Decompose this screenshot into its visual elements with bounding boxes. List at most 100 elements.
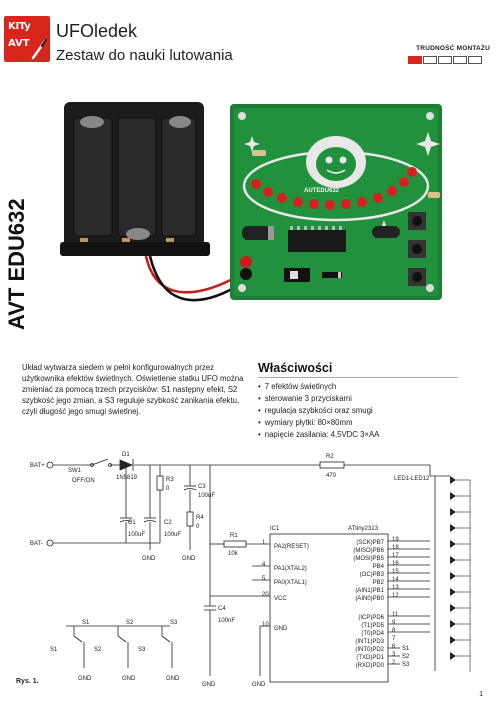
ic-right-pin-number: 15 — [392, 569, 399, 575]
sw1-label: SW1 — [68, 468, 82, 474]
switch-s3-label: S3 — [170, 620, 178, 626]
ic-right-pin-name: (AIN1)PB1 — [355, 588, 384, 594]
r2-label: R2 — [326, 454, 334, 460]
c2-label: C2 — [164, 520, 172, 526]
ic-right-pin-name: PB2 — [373, 580, 385, 586]
page-title: UFOledek — [56, 21, 138, 41]
page-subtitle: Zestaw do nauki lutowania — [56, 47, 233, 64]
ic-right-pin-name: (OC)PB3 — [360, 572, 385, 578]
c1-label: C1 — [128, 520, 136, 526]
ic-right-pin-number: 17 — [392, 553, 399, 559]
switch-s1-label: S1 — [82, 620, 90, 626]
kity-avt-logo: KITy AVT — [4, 16, 50, 62]
right-switch-s2-label: S2 — [402, 654, 410, 660]
r1-label: R1 — [230, 533, 238, 539]
ic-right-pin-number: 2 — [392, 660, 396, 666]
bat-plus-label: BAT+ — [30, 463, 45, 469]
product-photo: AUTEDU632 — [60, 102, 442, 302]
ic-right-pin-name: (TXD)PD1 — [356, 655, 384, 661]
feature-item: sterowanie 3 przyciskami — [258, 393, 379, 405]
ic-left-pin-name: PA2(RESET) — [274, 544, 309, 550]
difficulty-label: TRUDNOŚĆ MONTAŻU — [416, 45, 490, 52]
figure-label: Rys. 1. — [16, 678, 39, 685]
ic-right-pin-number: 14 — [392, 577, 399, 583]
ic-left-pin-name: VCC — [274, 596, 287, 602]
switch-s3-side-label: S3 — [138, 647, 146, 653]
gnd-label-2: GND — [182, 556, 196, 562]
feature-item: wymiary płytki: 80×80mm — [258, 417, 379, 429]
gnd-label-5: GND — [78, 676, 92, 682]
r3-value: 0 — [166, 486, 170, 492]
ic-right-pin-name: (T0)PD4 — [361, 631, 384, 637]
feature-item: napięcie zasilania: 4,5VDC 3×AA — [258, 429, 380, 441]
c3-value: 100uF — [198, 493, 215, 499]
ic-right-pin-name: (MISO)PB6 — [353, 548, 384, 554]
difficulty-segment — [468, 56, 482, 64]
page-number: 1 — [479, 691, 483, 698]
ic-left-pin-name: PA1(XTAL2) — [274, 566, 307, 572]
difficulty-segment — [453, 56, 467, 64]
ic-right-pin-name: (RXD)PD0 — [356, 663, 385, 669]
circuit-schematic: BAT+ BAT- SW1 OFF/ON D1 1N5819 R2 470 R3… — [30, 452, 471, 688]
ic-right-pin-name: (INT0)PD2 — [355, 647, 384, 653]
d1-value: 1N5819 — [116, 475, 138, 481]
switch-s2-side-label: S2 — [94, 647, 102, 653]
ic-left-pin-number: 10 — [262, 622, 269, 628]
ic-left-pin-name: PA0(XTAL1) — [274, 580, 307, 586]
r3-label: R3 — [166, 477, 174, 483]
led-range-label: LED1-LED12 — [394, 476, 430, 482]
pcb-code-text: AUTEDU632 — [304, 188, 340, 194]
difficulty-segment — [408, 56, 422, 64]
gnd-label-4: GND — [252, 682, 266, 688]
c1-value: 100uF — [128, 532, 145, 538]
difficulty-meter — [408, 56, 482, 64]
r1-value: 10k — [228, 551, 239, 557]
ic-right-pin-name: (INT1)PD3 — [355, 639, 384, 645]
features-divider — [258, 377, 458, 378]
ic-right-pin-name: (ICP)PD6 — [358, 615, 384, 621]
ic-right-pin-number: 3 — [392, 652, 396, 658]
ic-right-pin-number: 6 — [392, 644, 396, 650]
difficulty-segment — [423, 56, 437, 64]
ic-right-pin-number: 18 — [392, 545, 399, 551]
description-text: Układ wytwarza siedem w pełni konfigurow… — [22, 363, 244, 416]
ic-right-pin-number: 7 — [392, 636, 396, 642]
r4-value: 0 — [196, 524, 200, 530]
ic-right-pin-name: PB4 — [373, 564, 385, 570]
r4-label: R4 — [196, 515, 204, 521]
ic-right-pin-number: 19 — [392, 537, 399, 543]
difficulty-segment — [438, 56, 452, 64]
ic-right-pin-name: (SCK)PB7 — [356, 540, 384, 546]
switch-s1-side-label: S1 — [50, 647, 58, 653]
ic1-label: IC1 — [270, 526, 280, 532]
product-code-label: AVT EDU632 — [4, 198, 29, 330]
r2-value: 470 — [326, 473, 337, 479]
logo-line2: AVT — [8, 38, 30, 49]
ic-left-pin-number: 20 — [262, 592, 269, 598]
sw1-state-label: OFF/ON — [72, 478, 95, 484]
ic-left-pins: 1PA2(RESET)4PA1(XTAL2)5PA0(XTAL1)20VCC10… — [262, 540, 309, 632]
ic-left-pin-number: 1 — [262, 540, 266, 546]
gnd-label-6: GND — [122, 676, 136, 682]
led-column — [450, 476, 456, 660]
battery-holder — [60, 102, 210, 256]
feature-item: regulacja szybkości oraz smugi — [258, 405, 379, 417]
ic-right-pin-name: (AIN0)PB0 — [355, 596, 384, 602]
ic-right-pin-name: (T1)PD5 — [361, 623, 384, 629]
ic-right-pin-number: 16 — [392, 561, 399, 567]
ic-right-pin-number: 8 — [392, 628, 396, 634]
c4-label: C4 — [218, 606, 226, 612]
right-switch-s3-label: S3 — [402, 662, 410, 668]
right-switch-s1-label: S1 — [402, 646, 410, 652]
ic1-part-label: ATtiny2313 — [348, 526, 379, 532]
gnd-label-7: GND — [166, 676, 180, 682]
gnd-label-3: GND — [202, 682, 216, 688]
ic-right-pin-number: 11 — [392, 612, 399, 618]
pcb-board: AUTEDU632 — [230, 104, 442, 300]
features-list: 7 efektów świetlnychsterowanie 3 przycis… — [258, 381, 380, 441]
bat-minus-label: BAT- — [30, 541, 43, 547]
ic-left-pin-name: GND — [274, 626, 288, 632]
feature-item: 7 efektów świetlnych — [258, 381, 379, 393]
soldering-iron-icon — [31, 38, 48, 60]
